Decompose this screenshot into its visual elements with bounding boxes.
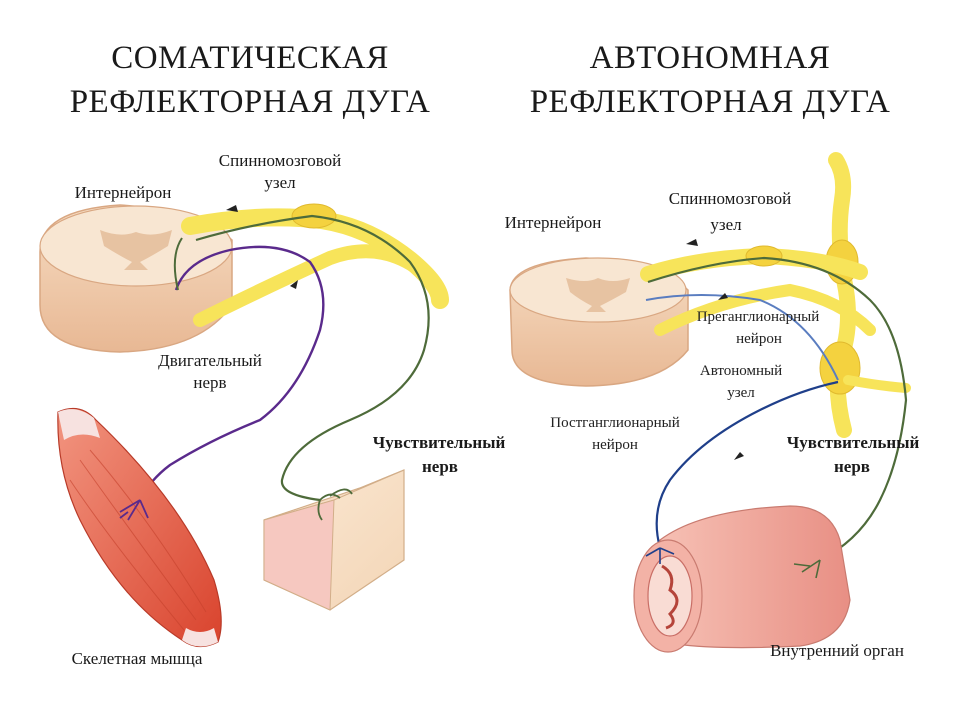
- somatic-motor-fiber: [138, 245, 325, 501]
- autonomic-ganglion-label-line1: Спинномозговой: [668, 189, 792, 208]
- autonomic-ganglion-node-label-line1: Автономный: [699, 363, 783, 379]
- autonomic-ganglion-node-label-line2: узел: [727, 385, 755, 401]
- autonomic-sensory-nerve-label-line2: нерв: [834, 457, 870, 476]
- somatic-sensory-nerve-label-line2: нерв: [422, 457, 458, 476]
- preganglionic-label-line1: Преганглионарный: [696, 309, 820, 325]
- somatic-arrows: [226, 205, 298, 289]
- somatic-interneuron-fiber: [173, 237, 183, 291]
- somatic-title-line1: СОМАТИЧЕСКАЯ: [111, 40, 389, 76]
- autonomic-arrows: [686, 239, 744, 460]
- internal-organ-label: Внутренний орган: [770, 641, 904, 660]
- somatic-ganglion-label-line2: узел: [264, 173, 296, 192]
- preganglionic-label-line2: нейрон: [736, 331, 782, 347]
- somatic-motor-nerve-label-line2: нерв: [193, 373, 227, 392]
- autonomic-title-line2: РЕФЛЕКТОРНАЯ ДУГА: [529, 84, 891, 120]
- somatic-grey-matter: [100, 230, 172, 270]
- skin-block: [263, 469, 405, 611]
- autonomic-sensory-fiber: [647, 256, 908, 561]
- postganglionic-fiber: [655, 380, 839, 549]
- somatic-title-line2: РЕФЛЕКТОРНАЯ ДУГА: [69, 84, 431, 120]
- somatic-motor-nerve-label-line1: Двигательный: [158, 351, 262, 370]
- internal-organ: [633, 505, 851, 653]
- autonomic-interneuron-label: Интернейрон: [504, 213, 602, 232]
- postganglionic-label-line2: нейрон: [592, 437, 638, 453]
- autonomic-spinal-ganglion: [745, 245, 783, 267]
- somatic-sensory-fiber: [195, 214, 430, 502]
- postganglionic-label-line1: Постганглионарный: [550, 415, 680, 431]
- skeletal-muscle: [57, 407, 222, 648]
- somatic-interneuron-label: Интернейрон: [74, 183, 172, 202]
- somatic-spinal-nerve: [181, 203, 449, 327]
- skeletal-muscle-label: Скелетная мышца: [71, 649, 203, 668]
- autonomic-spinal-nerve: [640, 245, 911, 393]
- somatic-ganglion-label-line1: Спинномозговой: [218, 151, 342, 170]
- autonomic-ganglion-label-line2: узел: [710, 215, 742, 234]
- autonomic-title-line1: АВТОНОМНАЯ: [589, 40, 831, 76]
- autonomic-sensory-nerve-label-line1: Чувствительный: [786, 433, 920, 452]
- preganglionic-fiber: [645, 294, 839, 381]
- somatic-sensory-nerve-label-line1: Чувствительный: [372, 433, 506, 452]
